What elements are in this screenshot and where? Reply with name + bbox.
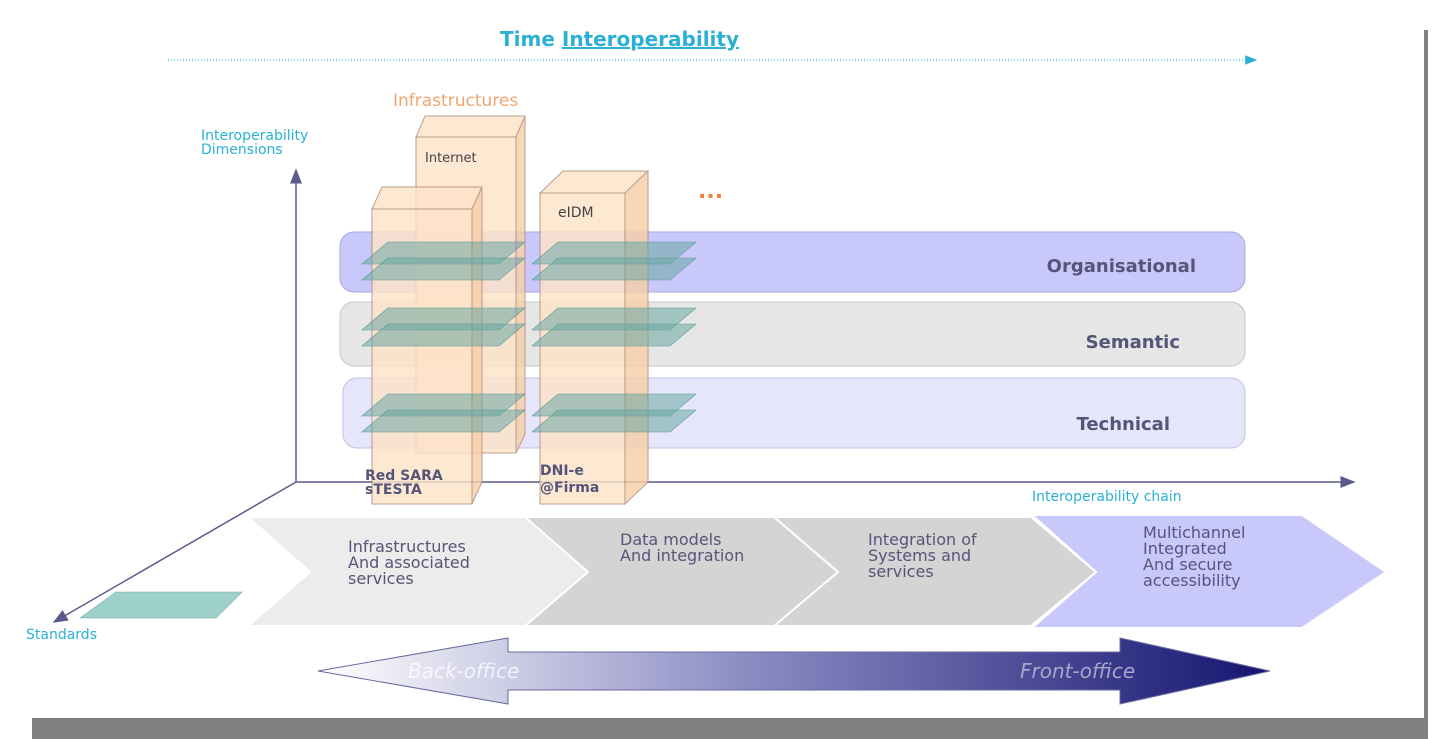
layer-plane <box>361 257 526 281</box>
layer-plane <box>531 257 697 281</box>
standards-plane <box>79 591 243 619</box>
pillar-label-internet: Internet <box>425 151 477 166</box>
chain-step-3: Integration of Systems and services <box>771 516 1098 627</box>
infrastructures-label: Infrastructures <box>393 91 518 111</box>
office-arrow <box>317 637 1271 705</box>
diagram-canvas: Time Interoperability Infrastructures ..… <box>26 27 1388 705</box>
depth-axis <box>52 481 297 623</box>
layer-plane <box>361 409 526 433</box>
layer-planes <box>361 241 697 433</box>
chain-step-label: Infrastructures And associated services <box>348 537 475 588</box>
chain-step-label: Data models And integration <box>620 530 744 565</box>
slide: Time Interoperability Infrastructures ..… <box>8 6 1424 718</box>
chain-step-4: Multichannel Integrated And secure acces… <box>1029 514 1388 629</box>
layer-plane <box>531 409 697 433</box>
back-office-label: Back-office <box>408 659 519 683</box>
horizontal-axis-label: Interoperability chain <box>1032 489 1182 505</box>
dimension-label: Organisational <box>1047 256 1196 277</box>
chain-step-1: Infrastructures And associated services <box>245 516 594 627</box>
front-office-label: Front-office <box>1020 659 1135 683</box>
pillar-label-eidm: eIDM <box>558 205 594 221</box>
dimension-label: Semantic <box>1086 332 1180 353</box>
title: Time Interoperability <box>500 27 739 51</box>
depth-axis-label: Standards <box>26 627 97 643</box>
dimension-label: Technical <box>1076 414 1170 435</box>
layer-plane <box>531 323 697 347</box>
pillar-label-dnie: DNI-e @Firma <box>540 463 599 496</box>
chain-step-label: Integration of Systems and services <box>868 530 982 581</box>
layer-plane <box>361 323 526 347</box>
vertical-axis-label: Interoperability Dimensions <box>201 128 313 158</box>
pillar-label-redsara: Red SARA sTESTA <box>365 468 448 498</box>
chain-step-label: Multichannel Integrated And secure acces… <box>1143 523 1251 590</box>
ellipsis: ... <box>698 179 723 204</box>
